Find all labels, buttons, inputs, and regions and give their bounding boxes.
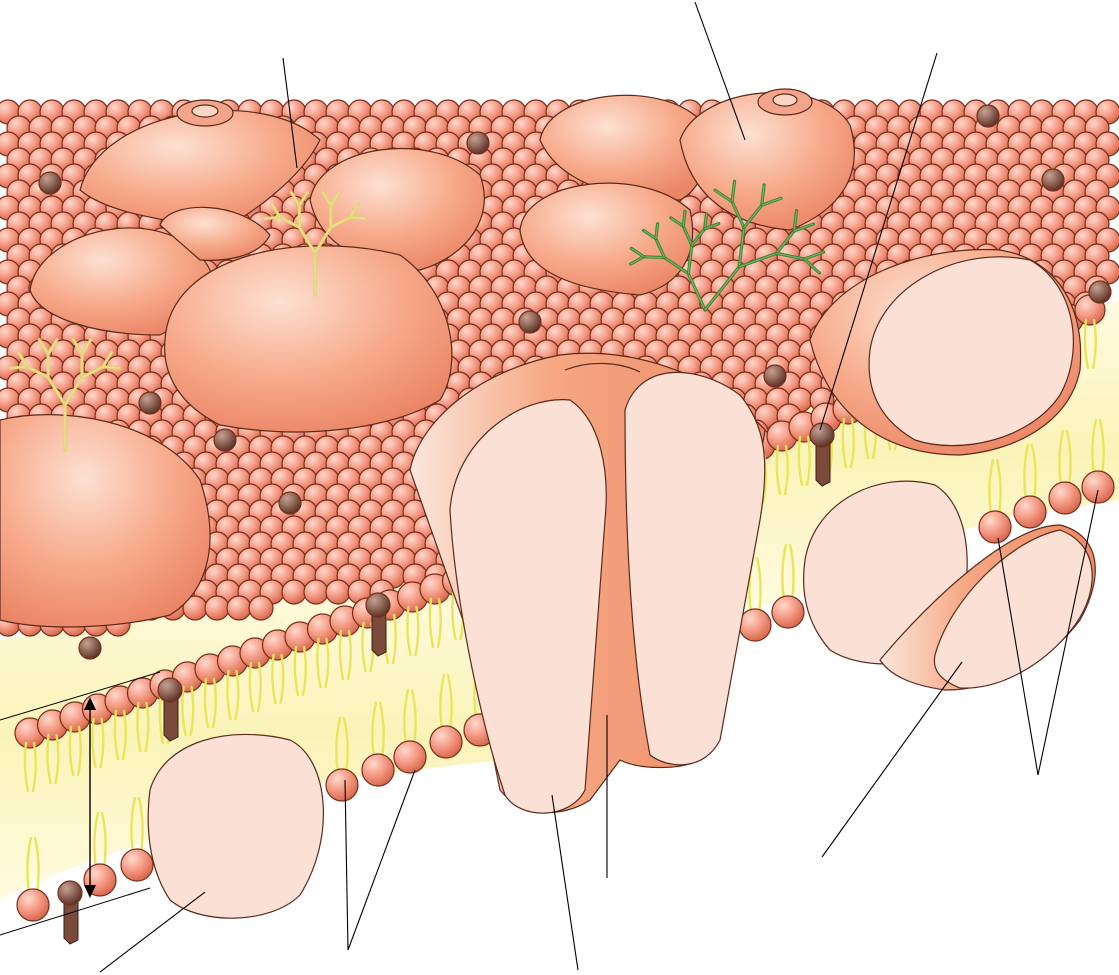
phospholipid-head — [227, 596, 251, 620]
leader-phospholipid-b — [348, 770, 415, 950]
leader-channel-protein — [552, 795, 578, 970]
leader-phospholipid-a — [345, 780, 348, 950]
leader-integral-protein — [100, 892, 205, 972]
cholesterol-head — [139, 392, 161, 414]
cholesterol-head — [977, 105, 999, 127]
phospholipid-head — [1082, 471, 1114, 503]
phospholipid-head — [430, 726, 462, 758]
cholesterol-head — [58, 881, 82, 905]
phospholipid-head — [249, 596, 273, 620]
integral-protein-dome — [165, 246, 452, 432]
phospholipid-head — [326, 580, 350, 604]
cholesterol-head — [39, 172, 61, 194]
phospholipid-head — [1049, 482, 1081, 514]
cholesterol-head — [467, 132, 489, 154]
phospholipid-head — [17, 889, 49, 921]
phospholipid-head — [205, 596, 229, 620]
cholesterol-head — [810, 423, 834, 447]
cholesterol-head — [519, 311, 541, 333]
phospholipid-head — [304, 580, 328, 604]
cholesterol-head — [214, 429, 236, 451]
phospholipid-head — [282, 580, 306, 604]
phospholipid-head — [326, 769, 358, 801]
phospholipid-head — [1014, 496, 1046, 528]
cholesterol-head — [158, 678, 182, 702]
integral-protein-left — [148, 734, 323, 918]
cholesterol-head — [79, 637, 101, 659]
phospholipid-head — [739, 609, 771, 641]
phospholipid-head — [979, 511, 1011, 543]
phospholipid-head — [121, 849, 153, 881]
cholesterol-head — [1042, 169, 1064, 191]
leader-peripheral-protein — [822, 662, 962, 857]
phospholipid-head — [362, 754, 394, 786]
cholesterol-head — [279, 492, 301, 514]
cholesterol-head — [366, 593, 390, 617]
phospholipid-head — [394, 741, 426, 773]
cholesterol-head — [1089, 281, 1111, 303]
phospholipid-head — [772, 596, 804, 628]
cholesterol-head — [764, 365, 786, 387]
